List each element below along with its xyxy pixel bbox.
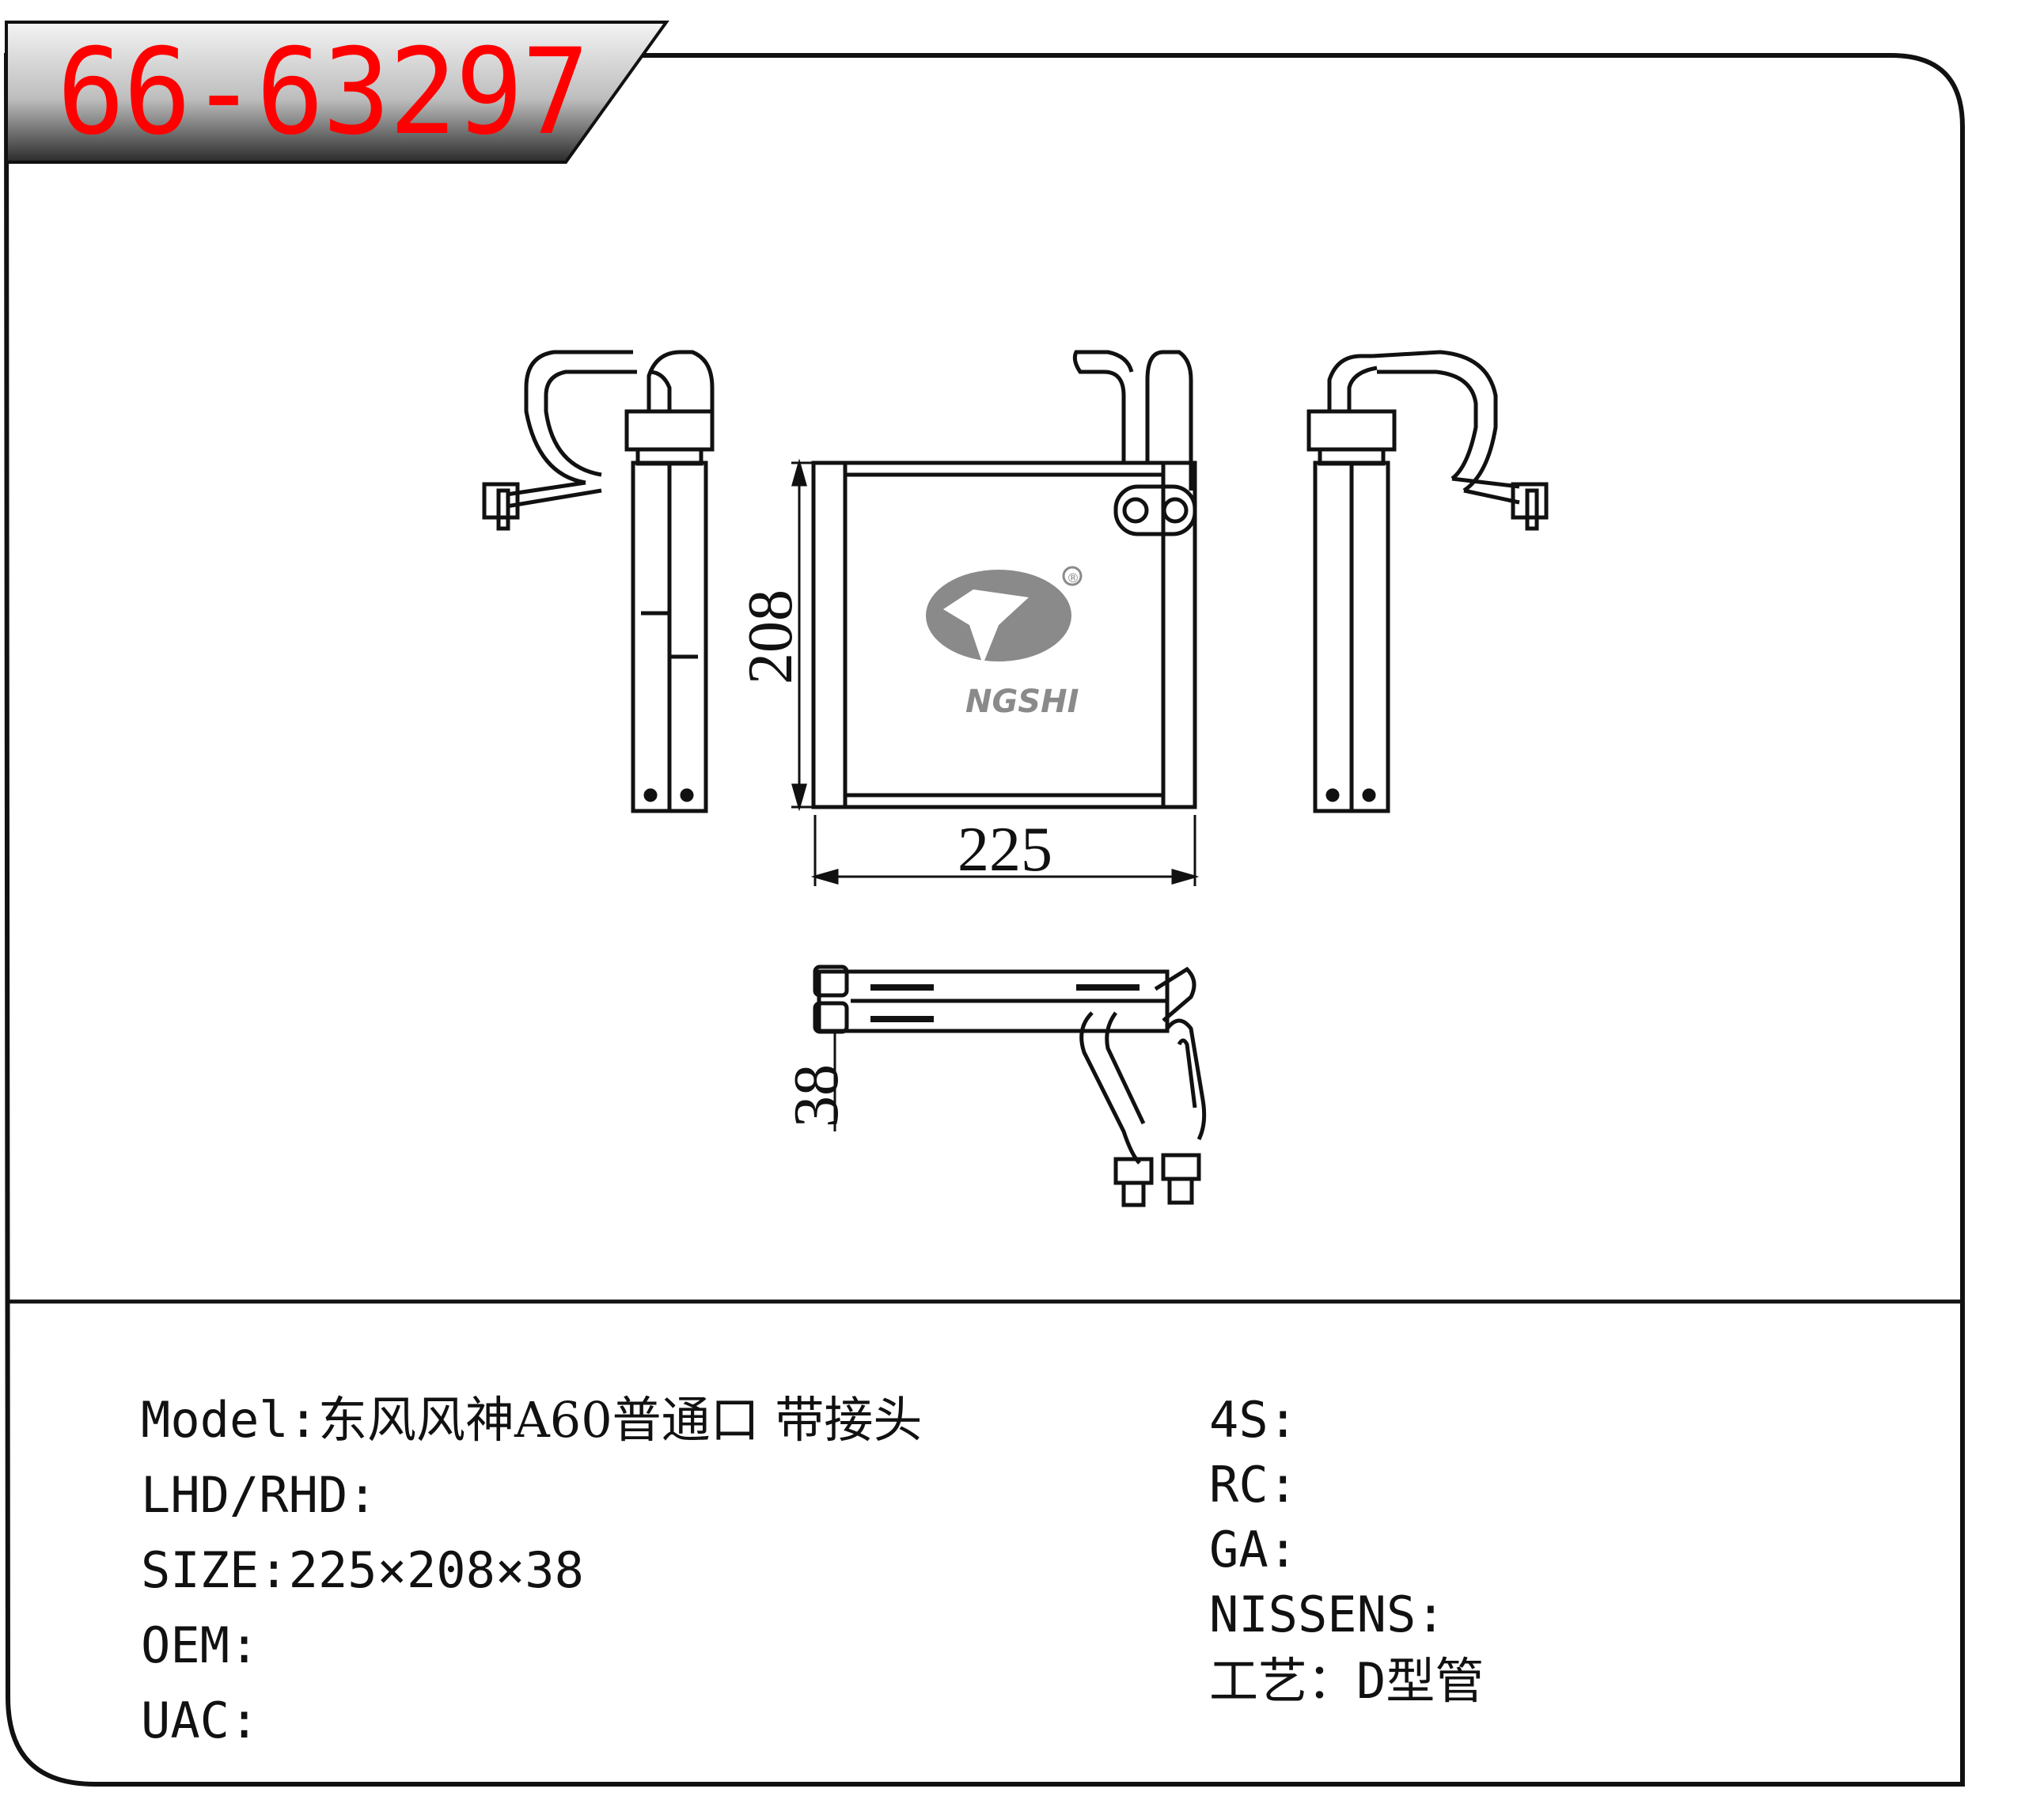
spec-4s: 4S: [1209, 1391, 1298, 1449]
front-view-core [811, 350, 1197, 809]
part-number-title: 66-63297 [57, 24, 590, 161]
spec-ga: GA: [1209, 1521, 1298, 1578]
spec-process: 工艺：D型管 [1209, 1652, 1485, 1710]
spec-lhd-rhd: LHD/RHD: [141, 1466, 377, 1524]
height-dimension-label: 208 [736, 589, 806, 684]
top-view [813, 964, 1207, 1207]
height-dimension [791, 458, 815, 812]
depth-dimension-label: 38 [782, 1064, 851, 1127]
spec-model: Model:东风风神A60普通口 带接头 [141, 1391, 923, 1449]
spec-rc: RC: [1209, 1456, 1298, 1514]
outer-frame [3, 53, 1965, 1787]
logo-registered-mark: ® [1067, 570, 1079, 585]
spec-nissens: NISSENS: [1209, 1586, 1446, 1643]
logo-text: NGSHI [965, 684, 1079, 720]
spec-size: SIZE:225×208×38 [141, 1541, 584, 1599]
ngshi-logo [926, 566, 1083, 665]
width-dimension-label: 225 [958, 815, 1052, 885]
left-side-view [482, 350, 715, 813]
part-number-banner [5, 21, 669, 164]
spec-uac: UAC: [141, 1692, 260, 1749]
spec-oem: OEM: [141, 1616, 260, 1674]
width-dimension [810, 815, 1200, 886]
right-side-view [1306, 350, 1549, 813]
